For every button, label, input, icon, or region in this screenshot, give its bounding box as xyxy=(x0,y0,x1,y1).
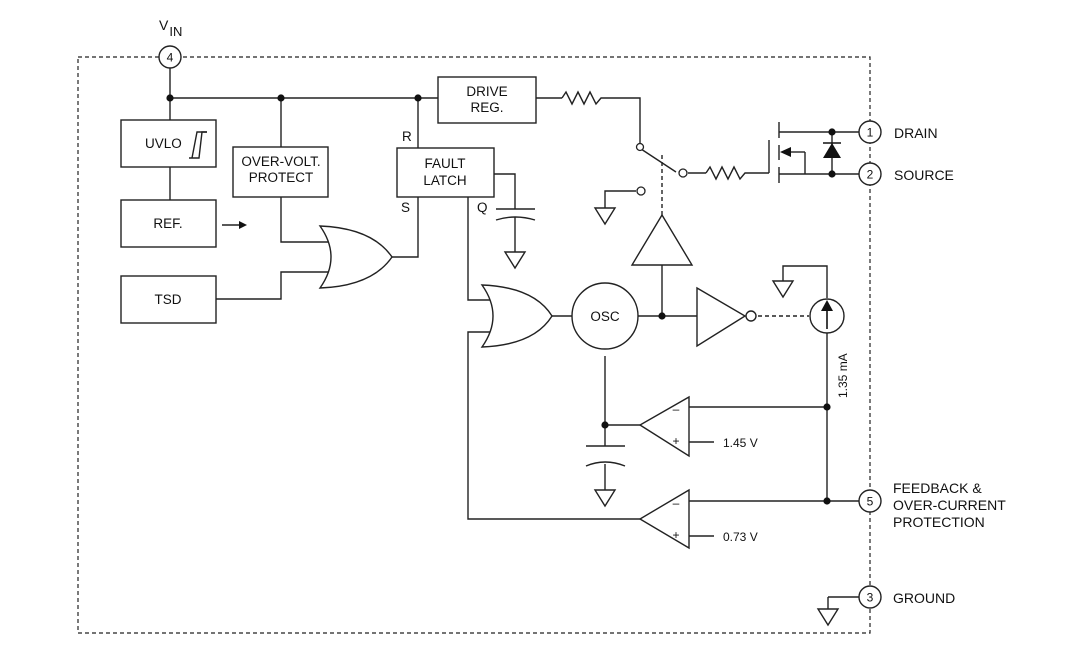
svg-text:REG.: REG. xyxy=(470,100,503,115)
mosfet-arrow-icon xyxy=(780,147,791,157)
svg-text:TSD: TSD xyxy=(155,292,182,307)
pin-5: 5 FEEDBACK & OVER-CURRENT PROTECTION xyxy=(858,480,1006,530)
svg-text:–: – xyxy=(673,402,680,416)
ground-icon xyxy=(593,489,617,508)
junction-dots xyxy=(166,94,836,505)
ground-icon xyxy=(771,280,795,299)
osc-block: OSC xyxy=(571,282,639,350)
pin-3: 3 GROUND xyxy=(858,585,955,609)
timing-capacitor xyxy=(585,445,626,467)
pin-2: 2 SOURCE xyxy=(858,162,954,186)
comparator-top: – + 1.45 V xyxy=(638,395,758,458)
pin-3-label: GROUND xyxy=(893,590,955,606)
svg-text:OSC: OSC xyxy=(590,309,620,324)
comparator-bottom: – + 0.73 V xyxy=(638,488,758,550)
ground-icon xyxy=(503,251,527,270)
svg-text:4: 4 xyxy=(167,51,174,65)
ovp-block: OVER-VOLT. PROTECT xyxy=(232,146,329,198)
pin-5-label-line-1: FEEDBACK & xyxy=(893,480,982,496)
resistor-1 xyxy=(561,90,605,106)
pin-1-label: DRAIN xyxy=(894,125,938,141)
latch-s-label: S xyxy=(401,200,410,215)
ground-icon xyxy=(593,207,617,226)
svg-text:+: + xyxy=(672,528,679,542)
or-gate-1 xyxy=(318,225,393,289)
uvlo-block: UVLO xyxy=(120,119,217,168)
hysteresis-icon xyxy=(189,131,207,159)
ground-icon xyxy=(816,608,840,627)
svg-text:DRIVE: DRIVE xyxy=(466,84,507,99)
svg-text:REF.: REF. xyxy=(153,216,182,231)
svg-text:+: + xyxy=(672,434,679,448)
switch xyxy=(635,142,688,196)
resistor-2 xyxy=(705,165,748,181)
current-source-label: 1.35 mA xyxy=(836,353,850,398)
latch-r-label: R xyxy=(402,129,412,144)
arrow-icon xyxy=(239,221,247,229)
svg-text:LATCH: LATCH xyxy=(423,173,466,188)
svg-text:OVER-VOLT.: OVER-VOLT. xyxy=(241,154,320,169)
fault-latch-block: FAULT LATCH R S Q xyxy=(396,129,495,215)
inverter xyxy=(696,286,757,348)
or-gate-2 xyxy=(480,284,553,348)
svg-text:–: – xyxy=(673,496,680,510)
svg-text:UVLO: UVLO xyxy=(145,136,182,151)
package-outline xyxy=(77,56,871,634)
gate-driver-triangle xyxy=(630,213,694,266)
svg-text:5: 5 xyxy=(867,495,874,509)
pin-5-label-line-2: OVER-CURRENT xyxy=(893,497,1006,513)
ref-voltage-2: 0.73 V xyxy=(723,530,758,544)
svg-text:1: 1 xyxy=(867,126,874,140)
pin-5-label-line-3: PROTECTION xyxy=(893,514,985,530)
vin-label: VIN xyxy=(159,17,182,39)
svg-text:3: 3 xyxy=(867,591,874,605)
svg-text:FAULT: FAULT xyxy=(424,156,465,171)
current-source xyxy=(809,298,845,334)
drive-reg-block: DRIVE REG. xyxy=(437,76,537,124)
wiring xyxy=(169,68,859,537)
body-diode xyxy=(823,142,841,158)
ref-voltage-1: 1.45 V xyxy=(723,436,758,450)
svg-text:2: 2 xyxy=(867,168,874,182)
pin-4: 4 xyxy=(158,45,182,69)
ref-block: REF. xyxy=(120,199,247,248)
pin-2-label: SOURCE xyxy=(894,167,954,183)
tsd-block: TSD xyxy=(120,275,217,324)
latch-capacitor xyxy=(495,208,536,221)
latch-q-label: Q xyxy=(477,200,488,215)
pin-1: 1 DRAIN xyxy=(858,120,938,144)
svg-text:PROTECT: PROTECT xyxy=(249,170,314,185)
